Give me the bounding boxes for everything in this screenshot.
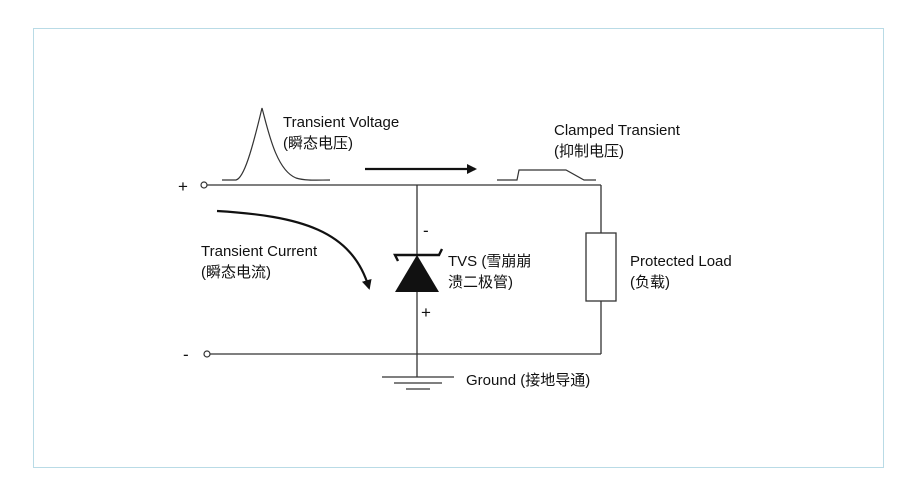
protected-load-label: Protected Load (负载) xyxy=(630,253,736,291)
tvs-diode-icon xyxy=(393,248,444,292)
protected-load-resistor xyxy=(585,232,617,302)
ground-label: Ground (接地导通) xyxy=(466,372,590,389)
transient-current-arrow xyxy=(216,209,372,290)
clamped-transient-label: Clamped Transient (抑制电压) xyxy=(554,122,684,160)
protected-load-label-line-2: (负载) xyxy=(630,274,670,291)
clamped-transient-label-line-2: (抑制电压) xyxy=(554,143,624,160)
transient-voltage-label-line-2: (瞬态电压) xyxy=(283,135,353,152)
transient-voltage-label-line-1: Transient Voltage xyxy=(283,114,399,131)
tvs-label-line-1: TVS (雪崩崩 xyxy=(448,253,531,270)
diagram-frame xyxy=(33,28,884,468)
tvs-cathode-sign: - xyxy=(423,221,429,240)
positive-terminal-sign: + xyxy=(178,177,188,196)
clamped-transient-waveform xyxy=(497,169,596,181)
negative-terminal-sign: - xyxy=(183,345,189,364)
negative-terminal xyxy=(203,350,211,358)
ground-icon xyxy=(382,376,454,390)
clamped-transient-label-line-1: Clamped Transient xyxy=(554,122,681,139)
positive-terminal xyxy=(200,181,208,189)
transient-current-label-line-1: Transient Current xyxy=(201,243,318,260)
transient-voltage-waveform xyxy=(222,107,331,181)
tvs-label-line-2: 溃二极管) xyxy=(448,274,513,291)
tvs-label: TVS (雪崩崩 溃二极管) xyxy=(448,253,536,291)
transient-current-label: Transient Current (瞬态电流) xyxy=(201,243,321,281)
protected-load-label-line-1: Protected Load xyxy=(630,253,732,270)
tvs-anode-sign: + xyxy=(421,303,431,322)
transient-voltage-label: Transient Voltage (瞬态电压) xyxy=(283,114,403,152)
transient-current-label-line-2: (瞬态电流) xyxy=(201,264,271,281)
